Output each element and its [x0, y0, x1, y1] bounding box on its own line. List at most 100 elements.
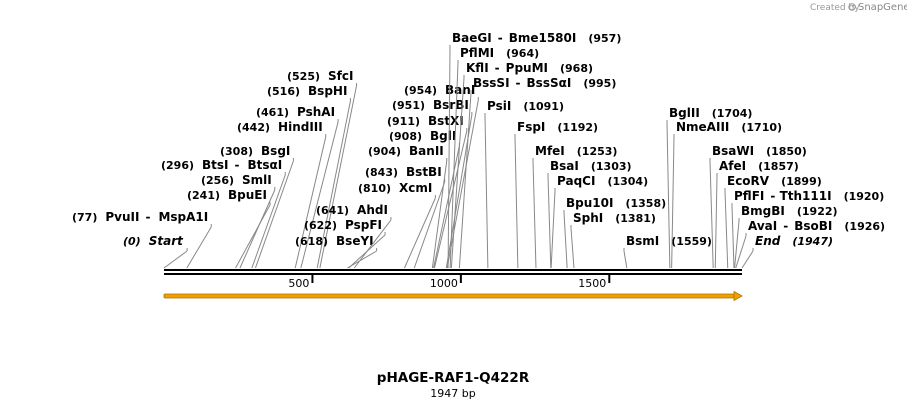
site-label: Bpu10I(1358)	[566, 196, 666, 210]
site-position: (1710)	[741, 121, 782, 134]
site-nmeaiii[interactable]: NmeAIII(1710)	[671, 120, 782, 269]
site-bstxi[interactable]: (911)BstXI	[387, 114, 468, 269]
site-bmgbi[interactable]: BmgBI(1922)	[734, 204, 838, 269]
site-enzyme: PvuII	[105, 210, 139, 224]
site-bani[interactable]: (954)BanI	[404, 83, 479, 269]
site-kfli[interactable]: KflI-PpuMI(968)	[450, 61, 593, 269]
site-bsmi[interactable]: BsmI(1559)	[623, 234, 712, 269]
site-bsphi[interactable]: (516)BspHI	[267, 84, 351, 269]
site-bsawi[interactable]: BsaWI(1850)	[709, 144, 807, 269]
site-connector	[550, 190, 556, 269]
site-connector	[431, 160, 448, 269]
site-bpuei[interactable]: (241)BpuEI	[187, 188, 271, 269]
site-label: (951)BsrBI	[392, 98, 469, 112]
site-connector	[570, 227, 575, 269]
site-position: (525)	[287, 70, 320, 83]
site-afei[interactable]: AfeI(1857)	[714, 159, 799, 269]
site-ahdi[interactable]: (641)AhdI	[316, 203, 392, 269]
site-mfei[interactable]: MfeI(1253)	[532, 144, 617, 269]
map-title: pHAGE-RAF1-Q422R	[377, 370, 530, 386]
site-connector	[413, 181, 446, 269]
site-label: (525)SfcI	[287, 69, 353, 83]
site-pflfi[interactable]: PflFI-Tth111I(1920)	[731, 189, 884, 269]
site-enzyme: BsgI	[261, 144, 290, 158]
site-enzyme: BanII	[409, 144, 444, 158]
site-connector	[447, 47, 451, 269]
site-connector	[235, 204, 271, 269]
site-enzyme: AhdI	[357, 203, 388, 217]
site-start[interactable]: (0)Start	[123, 234, 188, 269]
site-position: (622)	[304, 219, 337, 232]
site-enzyme: Bme1580I	[509, 31, 577, 45]
site-connector	[709, 160, 714, 269]
site-label: BsaWI(1850)	[712, 144, 807, 158]
site-connector	[731, 205, 735, 269]
site-position: (77)	[72, 211, 97, 224]
site-connector	[251, 174, 286, 269]
site-position: (1381)	[615, 212, 656, 225]
site-position: (461)	[256, 106, 289, 119]
site-connector	[741, 250, 754, 269]
site-enzyme: EcoRV	[727, 174, 770, 188]
site-position: (1947)	[792, 235, 833, 248]
site-label: (908)BglI	[389, 129, 456, 143]
site-bpu10i[interactable]: Bpu10I(1358)	[563, 196, 666, 269]
dna-backbone-bottom	[164, 273, 742, 275]
site-connector	[666, 122, 671, 269]
site-bstbi[interactable]: (843)BstBI	[365, 165, 446, 269]
site-xcmi[interactable]: (810)XcmI	[358, 181, 436, 269]
site-enzyme: End	[755, 234, 781, 248]
site-label: PaqCI (1304)	[557, 174, 648, 188]
site-connector	[433, 130, 468, 269]
site-label: BsaI(1303)	[550, 159, 632, 173]
site-label: (256)SmlI	[201, 173, 272, 187]
site-label: KflI-PpuMI(968)	[466, 61, 593, 75]
site-label: BssSI-BssSαI(995)	[473, 76, 616, 90]
site-enzyme: PaqCI	[557, 174, 595, 188]
site-bsgi[interactable]: (308) BsgI	[220, 144, 294, 269]
site-position: (1091)	[523, 100, 564, 113]
site-bsai[interactable]: BsaI(1303)	[547, 159, 632, 269]
site-pflmi[interactable]: PflMI(964)	[449, 46, 539, 269]
site-label: (0)Start	[123, 234, 184, 248]
site-position: (1304)	[607, 175, 648, 188]
site-position: (618)	[295, 235, 328, 248]
site-position: (911)	[387, 115, 420, 128]
site-bglii[interactable]: BglII(1704)	[666, 106, 752, 269]
site-label: (241)BpuEI	[187, 188, 267, 202]
site-smli[interactable]: (256)SmlI	[201, 173, 276, 269]
site-psii[interactable]: PsiI (1091)	[484, 99, 564, 269]
site-label: BglII(1704)	[669, 106, 752, 120]
site-label: (641)AhdI	[316, 203, 388, 217]
site-pvuii[interactable]: (77)PvuII-MspA1I	[72, 210, 212, 269]
site-label: EcoRV(1899)	[727, 174, 822, 188]
site-fspi[interactable]: FspI(1192)	[514, 120, 598, 269]
site-hindiii[interactable]: (442)HindIII	[237, 120, 327, 269]
site-enzyme: BssSαI	[527, 76, 572, 90]
site-end[interactable]: End (1947)	[741, 234, 833, 269]
site-connector	[316, 100, 351, 269]
site-sfci[interactable]: (525)SfcI	[287, 69, 357, 269]
site-bsssi[interactable]: BssSI-BssSαI(995)	[458, 76, 616, 269]
site-label: (516)BspHI	[267, 84, 347, 98]
site-bseyi[interactable]: (618)BseYI	[295, 234, 378, 269]
site-connector	[735, 235, 747, 269]
site-enzyme: HindIII	[278, 120, 323, 134]
site-ecorv[interactable]: EcoRV(1899)	[724, 174, 822, 269]
site-connector	[449, 62, 459, 269]
site-position: (308)	[220, 145, 253, 158]
site-position: (1926)	[844, 220, 885, 233]
site-banii[interactable]: (904)BanII	[368, 144, 448, 269]
site-sphi[interactable]: SphI(1381)	[570, 211, 656, 269]
site-label: (442)HindIII	[237, 120, 323, 134]
site-btsi[interactable]: (296)BtsI-BtsαI	[161, 158, 286, 269]
site-baegi[interactable]: BaeGI-Bme1580I(957)	[447, 31, 621, 269]
site-connector	[294, 136, 327, 269]
site-pspfi[interactable]: (622)PspFI	[304, 218, 386, 269]
site-pshai[interactable]: (461)PshAI	[256, 105, 339, 269]
site-paqci[interactable]: PaqCI (1304)	[550, 174, 648, 269]
site-avai[interactable]: AvaI-BsoBI(1926)	[735, 219, 885, 269]
site-bgli[interactable]: (908)BglI	[389, 129, 460, 269]
site-enzyme: FspI	[517, 120, 545, 134]
site-enzyme: PsiI	[487, 99, 511, 113]
